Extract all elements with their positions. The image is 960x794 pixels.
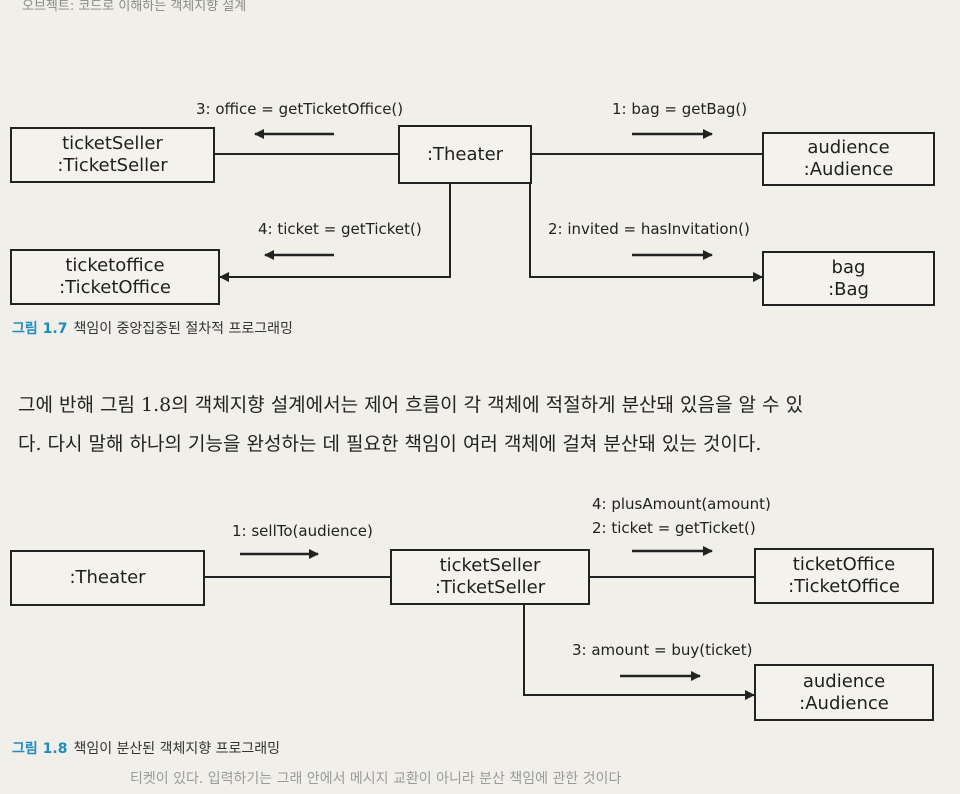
link-theater-ticketoffice bbox=[219, 184, 451, 282]
body-paragraph: 그에 반해 그림 1.8의 객체지향 설계에서는 제어 흐름이 각 객체에 적절… bbox=[18, 386, 948, 464]
figure-number: 그림 1.7 bbox=[12, 321, 68, 337]
link-ticketseller-audience-18 bbox=[523, 604, 755, 700]
message-get-ticket-office: 3: office = getTicketOffice() bbox=[196, 100, 404, 118]
object-type: :TicketSeller bbox=[57, 155, 168, 176]
object-label: audience bbox=[807, 137, 890, 158]
object-type: :Bag bbox=[828, 278, 869, 300]
object-label: ticketSeller bbox=[439, 555, 541, 576]
object-label: bag bbox=[831, 256, 866, 278]
message-buy: 3: amount = buy(ticket) bbox=[572, 641, 753, 659]
object-label: ticketSeller bbox=[62, 133, 163, 154]
object-type: :TicketOffice bbox=[788, 576, 900, 597]
message-has-invitation: 2: invited = hasInvitation() bbox=[548, 220, 750, 238]
object-ticketseller: ticketSeller :TicketSeller bbox=[10, 127, 215, 183]
message-get-ticket: 4: ticket = getTicket() bbox=[258, 220, 422, 238]
figure-caption-1-8: 그림 1.8 책임이 분산된 객체지향 프로그래밍 bbox=[12, 740, 280, 758]
figure-caption-text: 책임이 중앙집중된 절차적 프로그래밍 bbox=[73, 321, 293, 337]
message-get-ticket-18: 2: ticket = getTicket() bbox=[592, 519, 756, 537]
figure-caption-text: 책임이 분산된 객체지향 프로그래밍 bbox=[73, 741, 280, 757]
figure-caption-1-7: 그림 1.7 책임이 중앙집중된 절차적 프로그래밍 bbox=[12, 320, 293, 338]
object-theater: :Theater bbox=[398, 125, 532, 184]
object-label: ticketoffice bbox=[65, 255, 165, 276]
object-type: :Audience bbox=[799, 692, 889, 714]
object-audience: audience :Audience bbox=[762, 132, 935, 186]
object-type: :Theater bbox=[69, 567, 146, 588]
object-type: :Theater bbox=[426, 143, 504, 165]
body-line-1: 그에 반해 그림 1.8의 객체지향 설계에서는 제어 흐름이 각 객체에 적절… bbox=[18, 394, 804, 416]
message-sell-to: 1: sellTo(audience) bbox=[232, 522, 373, 540]
message-get-bag: 1: bag = getBag() bbox=[612, 100, 748, 118]
link-theater-bag bbox=[529, 184, 763, 282]
figure-number: 그림 1.8 bbox=[12, 741, 68, 757]
object-ticketoffice: ticketoffice :TicketOffice bbox=[10, 249, 220, 305]
object-theater-18: :Theater bbox=[10, 550, 205, 606]
object-label: ticketOffice bbox=[792, 554, 896, 575]
object-type: :TicketSeller bbox=[434, 577, 546, 598]
running-header: 오브젝트: 코드로 이해하는 객체지향 설계 bbox=[22, 0, 247, 14]
object-ticketseller-18: ticketSeller :TicketSeller bbox=[390, 549, 590, 605]
object-ticketoffice-18: ticketOffice :TicketOffice bbox=[754, 548, 934, 604]
object-audience-18: audience :Audience bbox=[754, 664, 934, 721]
next-page-text: 티켓이 있다. 입력하기는 그래 안에서 메시지 교환이 아니라 분산 책임에 … bbox=[130, 771, 622, 787]
message-plus-amount: 4: plusAmount(amount) bbox=[592, 495, 771, 513]
object-label: audience bbox=[802, 670, 886, 692]
body-line-2: 다. 다시 말해 하나의 기능을 완성하는 데 필요한 책임이 여러 객체에 걸… bbox=[18, 433, 762, 455]
object-bag: bag :Bag bbox=[762, 251, 935, 306]
object-type: :TicketOffice bbox=[59, 277, 171, 298]
object-type: :Audience bbox=[803, 159, 894, 180]
